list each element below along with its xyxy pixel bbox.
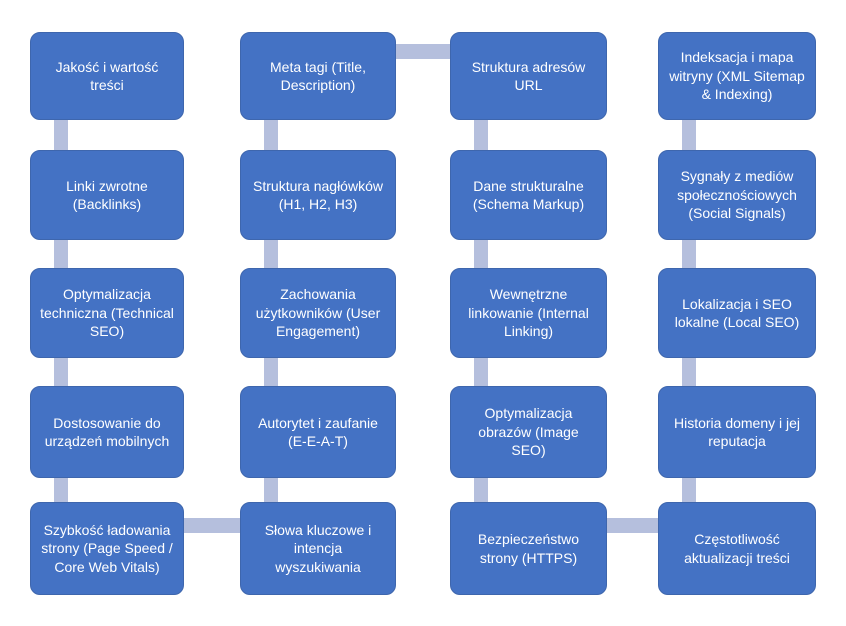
flow-box-label: Optymalizacja obrazów (Image SEO) [478, 405, 579, 459]
flow-box-c4-r4: Historia domeny i jej reputacja [658, 386, 816, 478]
flow-box-c2-r4: Autorytet i zaufanie (E-E-A-T) [240, 386, 396, 478]
flow-box-label: Dostosowanie do urządzeń mobilnych [44, 414, 170, 449]
flow-box-label: Zachowania użytkowników (User Engagement… [255, 286, 381, 340]
connector-vertical [54, 474, 68, 506]
flow-box-label: Linki zwrotne (Backlinks) [66, 177, 148, 212]
flow-box-label: Historia domeny i jej reputacja [673, 414, 801, 449]
flow-box-label: Jakość i wartość treści [55, 58, 159, 93]
flow-box-label: Bezpieczeństwo strony (HTTPS) [477, 531, 580, 566]
flow-box-c3-r3: Wewnętrzne linkowanie (Internal Linking) [450, 268, 607, 358]
flow-box-label: Szybkość ładowania strony (Page Speed / … [41, 521, 173, 575]
connector-vertical [54, 236, 68, 272]
connector-horizontal [603, 518, 663, 533]
flow-box-c3-r2: Dane strukturalne (Schema Markup) [450, 150, 607, 240]
connector-vertical [54, 116, 68, 154]
connector-vertical [474, 354, 488, 390]
flow-box-c1-r1: Jakość i wartość treści [30, 32, 184, 120]
connector-horizontal [180, 518, 244, 533]
flow-box-c4-r5: Częstotliwość aktualizacji treści [658, 502, 816, 595]
flow-box-c2-r2: Struktura nagłówków (H1, H2, H3) [240, 150, 396, 240]
flow-box-c1-r2: Linki zwrotne (Backlinks) [30, 150, 184, 240]
flow-box-c1-r5: Szybkość ładowania strony (Page Speed / … [30, 502, 184, 595]
flow-box-label: Autorytet i zaufanie (E-E-A-T) [258, 414, 378, 449]
connector-vertical [264, 474, 278, 506]
flow-box-c2-r3: Zachowania użytkowników (User Engagement… [240, 268, 396, 358]
flow-box-c3-r1: Struktura adresów URL [450, 32, 607, 120]
flow-box-c2-r5: Słowa kluczowe i intencja wyszukiwania [240, 502, 396, 595]
flow-box-label: Sygnały z mediów społecznościowych (Soci… [677, 168, 797, 222]
flow-box-label: Częstotliwość aktualizacji treści [684, 531, 790, 566]
flow-box-label: Wewnętrzne linkowanie (Internal Linking) [468, 286, 589, 340]
connector-horizontal [392, 44, 454, 59]
flow-box-c4-r1: Indeksacja i mapa witryny (XML Sitemap &… [658, 32, 816, 120]
connector-vertical [264, 116, 278, 154]
flow-box-label: Optymalizacja techniczna (Technical SEO) [40, 286, 174, 340]
flow-box-c3-r4: Optymalizacja obrazów (Image SEO) [450, 386, 607, 478]
connector-vertical [264, 354, 278, 390]
connector-vertical [54, 354, 68, 390]
flow-box-c1-r3: Optymalizacja techniczna (Technical SEO) [30, 268, 184, 358]
connector-vertical [474, 236, 488, 272]
flow-box-label: Meta tagi (Title, Description) [270, 58, 366, 93]
flow-box-c3-r5: Bezpieczeństwo strony (HTTPS) [450, 502, 607, 595]
connector-vertical [682, 236, 696, 272]
connector-vertical [264, 236, 278, 272]
flow-box-c4-r3: Lokalizacja i SEO lokalne (Local SEO) [658, 268, 816, 358]
flow-box-c2-r1: Meta tagi (Title, Description) [240, 32, 396, 120]
connector-vertical [682, 116, 696, 154]
flow-box-label: Dane strukturalne (Schema Markup) [472, 177, 585, 212]
connector-vertical [682, 354, 696, 390]
connector-vertical [682, 474, 696, 506]
flow-box-label: Struktura nagłówków (H1, H2, H3) [253, 177, 383, 212]
flow-box-label: Lokalizacja i SEO lokalne (Local SEO) [674, 295, 800, 330]
flow-box-c1-r4: Dostosowanie do urządzeń mobilnych [30, 386, 184, 478]
flow-box-label: Struktura adresów URL [471, 58, 586, 93]
flow-box-c4-r2: Sygnały z mediów społecznościowych (Soci… [658, 150, 816, 240]
connector-vertical [474, 116, 488, 154]
flow-box-label: Słowa kluczowe i intencja wyszukiwania [264, 521, 372, 575]
connector-vertical [474, 474, 488, 506]
flow-box-label: Indeksacja i mapa witryny (XML Sitemap &… [669, 49, 805, 103]
